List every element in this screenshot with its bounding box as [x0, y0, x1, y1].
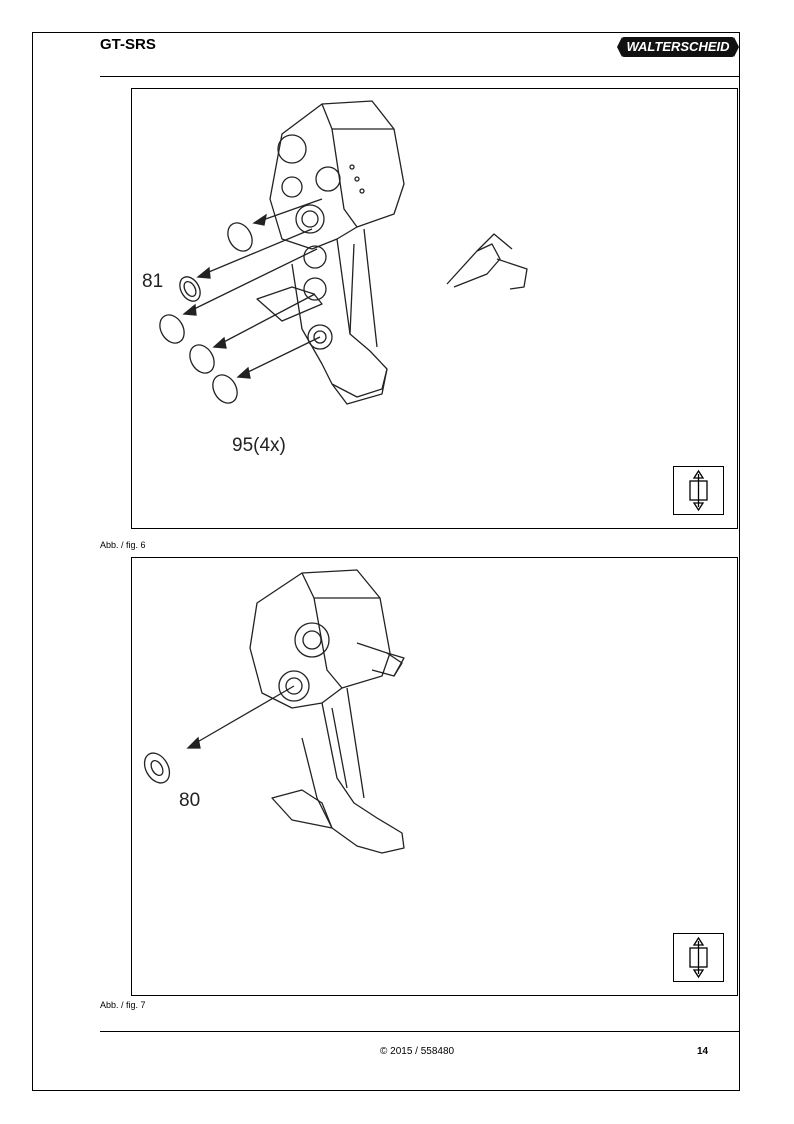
figure-7-caption: Abb. / fig. 7: [100, 1000, 146, 1010]
page-number: 14: [697, 1046, 709, 1057]
figure-7-frame: 80: [131, 557, 738, 996]
copyright-text: © 2015 / 558480: [380, 1046, 455, 1057]
callout-81: 81: [142, 271, 163, 292]
brand-logo: WALTERSCHEID: [617, 37, 739, 57]
callout-80: 80: [179, 790, 200, 811]
document-title: GT-SRS: [100, 36, 156, 53]
header-divider: [100, 76, 740, 77]
page-border: [32, 32, 740, 1091]
footer-divider: [100, 1031, 740, 1032]
callout-95-4x: 95(4x): [232, 435, 286, 456]
figure-7-drawing: 80: [143, 569, 405, 854]
figure-6-drawing: 81 95(4x): [142, 100, 528, 456]
figure-6-caption: Abb. / fig. 6: [100, 540, 146, 550]
vertical-move-icon: [673, 466, 724, 515]
vertical-move-icon: [673, 933, 724, 982]
figure-6-frame: 81 95(4x): [131, 88, 738, 529]
